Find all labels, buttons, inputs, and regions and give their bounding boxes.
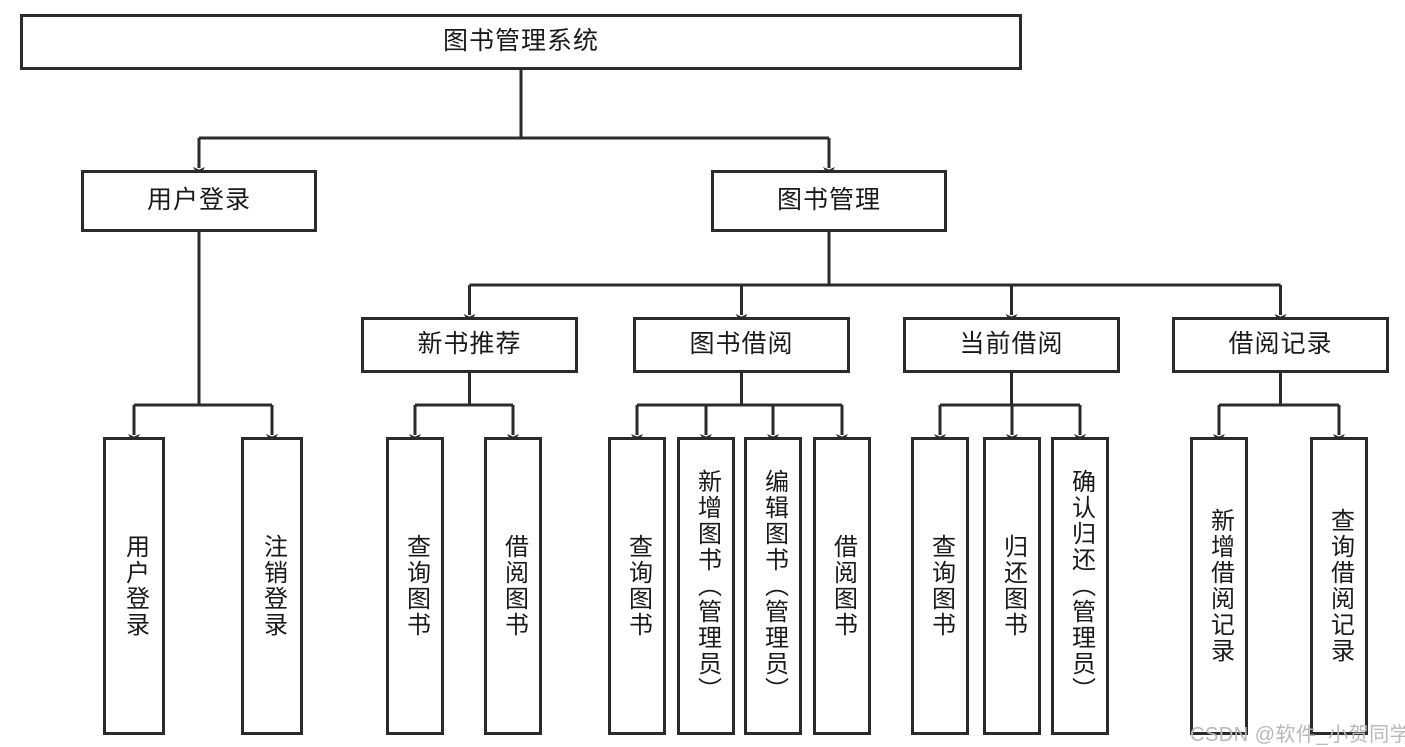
node-leaf-query-book-3[interactable]: 查询图书 (911, 437, 969, 735)
node-label: 新增图书（管理员） (693, 469, 721, 703)
node-user-login[interactable]: 用户登录 (81, 170, 317, 232)
node-root[interactable]: 图书管理系统 (20, 14, 1022, 70)
node-label: 查询借阅记录 (1326, 508, 1354, 664)
node-borrow-record[interactable]: 借阅记录 (1172, 317, 1389, 373)
node-label: 借阅图书 (829, 534, 857, 638)
node-label: 图书管理 (776, 186, 881, 215)
node-label: 新增借阅记录 (1206, 508, 1234, 664)
node-label: 归还图书 (999, 534, 1027, 638)
node-label: 查询图书 (624, 534, 652, 638)
node-leaf-query-book-2[interactable]: 查询图书 (608, 437, 666, 735)
node-leaf-add-book[interactable]: 新增图书（管理员） (677, 437, 735, 735)
node-label: 当前借阅 (959, 330, 1064, 359)
node-label: 图书借阅 (689, 330, 794, 359)
node-leaf-return-book[interactable]: 归还图书 (983, 437, 1041, 735)
node-label: 编辑图书（管理员） (760, 469, 788, 703)
node-label: 用户登录 (121, 534, 149, 638)
node-label: 查询图书 (927, 534, 955, 638)
node-label: 确认归还（管理员） (1067, 469, 1095, 703)
node-label: 查询图书 (402, 534, 430, 638)
node-leaf-confirm-return[interactable]: 确认归还（管理员） (1051, 437, 1109, 735)
node-label: 新书推荐 (417, 330, 522, 359)
node-label: 借阅图书 (500, 534, 528, 638)
node-current-borrow[interactable]: 当前借阅 (903, 317, 1120, 373)
node-leaf-query-book-1[interactable]: 查询图书 (386, 437, 444, 735)
node-label: 借阅记录 (1228, 330, 1333, 359)
node-leaf-query-record[interactable]: 查询借阅记录 (1310, 437, 1368, 735)
node-leaf-borrow-book-2[interactable]: 借阅图书 (813, 437, 871, 735)
node-leaf-edit-book[interactable]: 编辑图书（管理员） (744, 437, 802, 735)
node-leaf-add-record[interactable]: 新增借阅记录 (1190, 437, 1248, 735)
node-leaf-borrow-book-1[interactable]: 借阅图书 (484, 437, 542, 735)
node-new-book-rec[interactable]: 新书推荐 (361, 317, 578, 373)
node-leaf-user-login[interactable]: 用户登录 (103, 437, 165, 735)
node-book-manage[interactable]: 图书管理 (711, 170, 947, 232)
csdn-watermark: CSDN @软件_小贺同学 (1190, 724, 1405, 746)
node-label: 注销登录 (259, 534, 287, 638)
node-leaf-user-logout[interactable]: 注销登录 (241, 437, 303, 735)
node-label: 用户登录 (146, 186, 251, 215)
node-label: 图书管理系统 (442, 27, 599, 56)
node-book-borrow[interactable]: 图书借阅 (633, 317, 850, 373)
